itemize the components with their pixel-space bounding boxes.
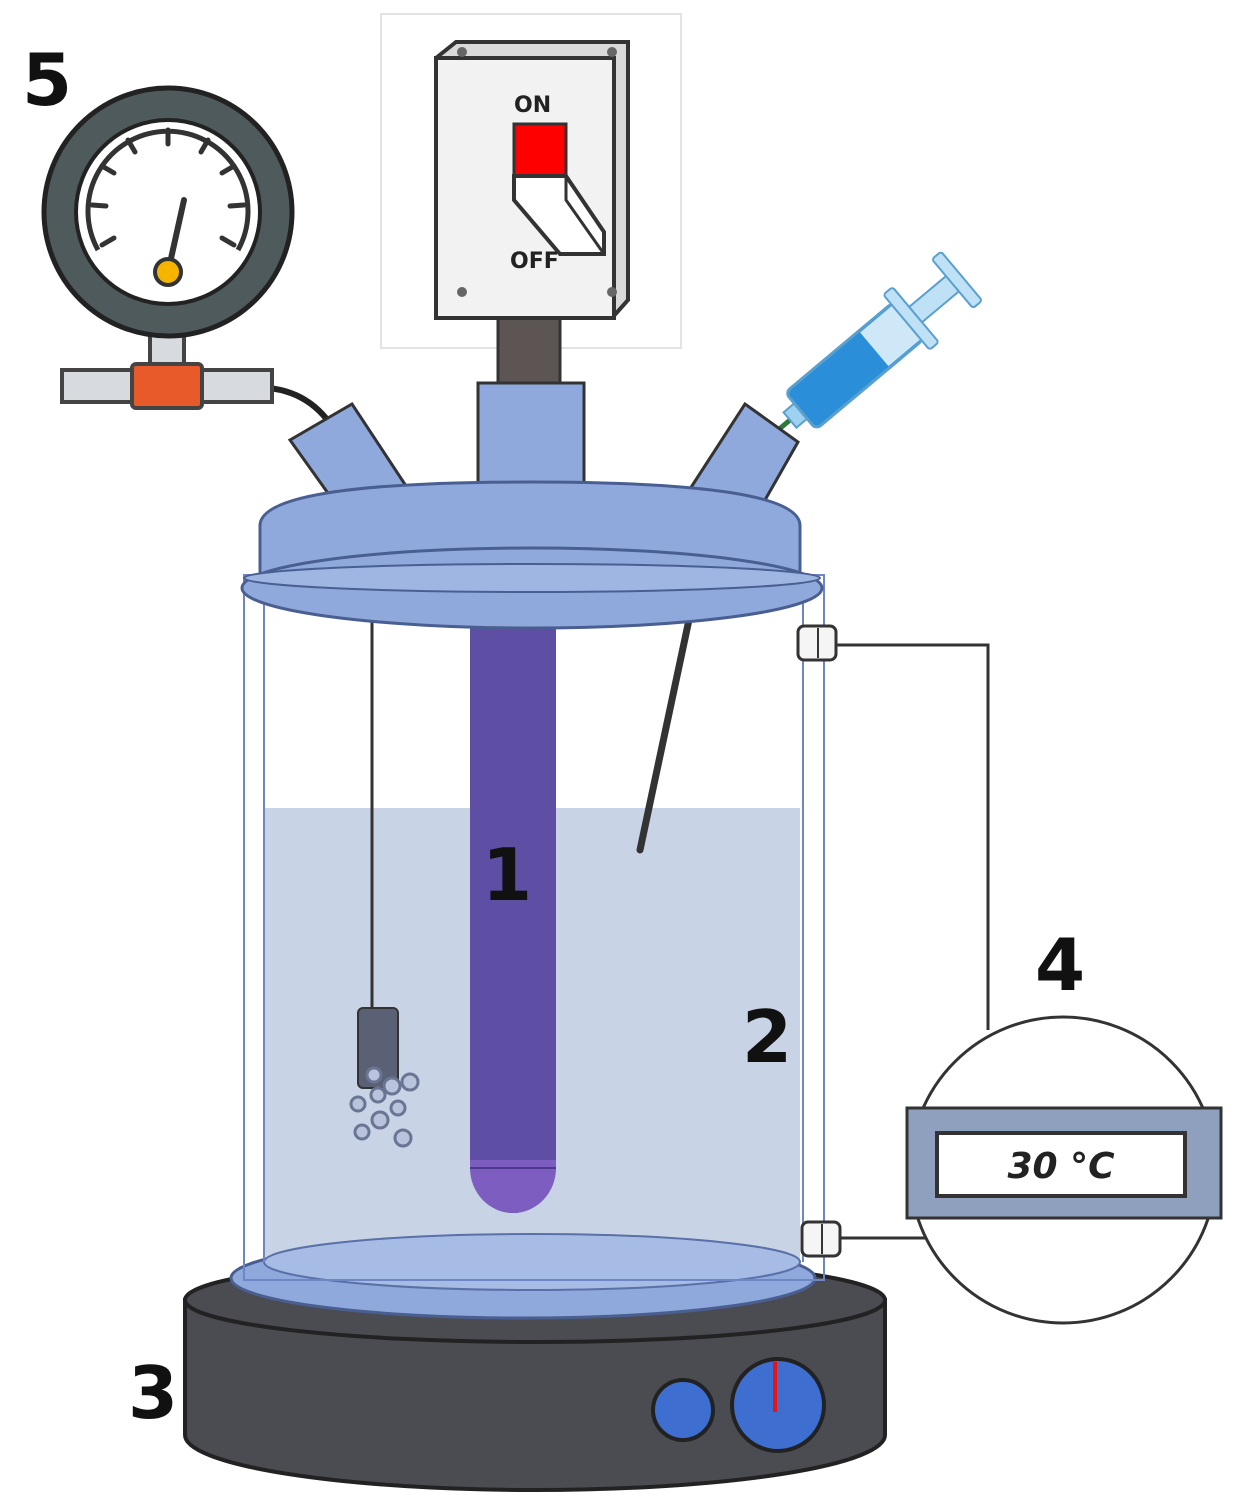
label-2: 2	[742, 995, 792, 1079]
gas-bubbles	[349, 1066, 420, 1148]
gauge-ticks	[89, 127, 247, 248]
vessel-lid	[240, 381, 824, 630]
reaction-vessel	[229, 574, 825, 1320]
switch-screw	[607, 47, 617, 57]
gauge-pivot	[153, 257, 183, 287]
label-5: 5	[22, 38, 72, 122]
lid-flange-top	[243, 563, 821, 593]
switch-on-label: ON	[514, 93, 551, 118]
sensor-wire-top	[834, 643, 990, 1030]
gauge-face	[74, 118, 262, 306]
label-4: 4	[1035, 923, 1085, 1007]
switch-screw	[457, 47, 467, 57]
switch-screw	[457, 287, 467, 297]
lower-wall-sensor	[800, 1220, 842, 1258]
base-body	[183, 1298, 887, 1492]
label-1: 1	[482, 833, 532, 917]
syringe	[770, 251, 982, 438]
upper-wall-sensor	[796, 624, 838, 662]
center-neck	[476, 381, 586, 495]
pressure-gauge	[41, 85, 343, 442]
vessel-bottom-inner	[263, 1233, 801, 1291]
power-switch: ON OFF	[434, 40, 630, 390]
stir-speed-knob	[730, 1357, 826, 1453]
uv-lamp-tip	[470, 1160, 556, 1213]
syringe-thumb-rest	[932, 251, 982, 309]
temperature-readout: 30 °C	[1007, 1146, 1115, 1187]
digital-thermometer: 30 °C	[905, 1015, 1223, 1325]
gauge-valve	[130, 362, 204, 410]
label-3: 3	[128, 1351, 178, 1435]
temperature-probe	[636, 611, 694, 854]
switch-lever-edge	[564, 176, 606, 255]
switch-on-indicator	[512, 122, 568, 178]
uv-lamp	[470, 600, 556, 1213]
base-button	[651, 1378, 715, 1442]
right-port	[685, 401, 800, 502]
switch-off-label: OFF	[510, 249, 559, 274]
thermometer-screen	[935, 1131, 1187, 1198]
switch-connector	[496, 316, 562, 390]
switch-screw	[607, 287, 617, 297]
